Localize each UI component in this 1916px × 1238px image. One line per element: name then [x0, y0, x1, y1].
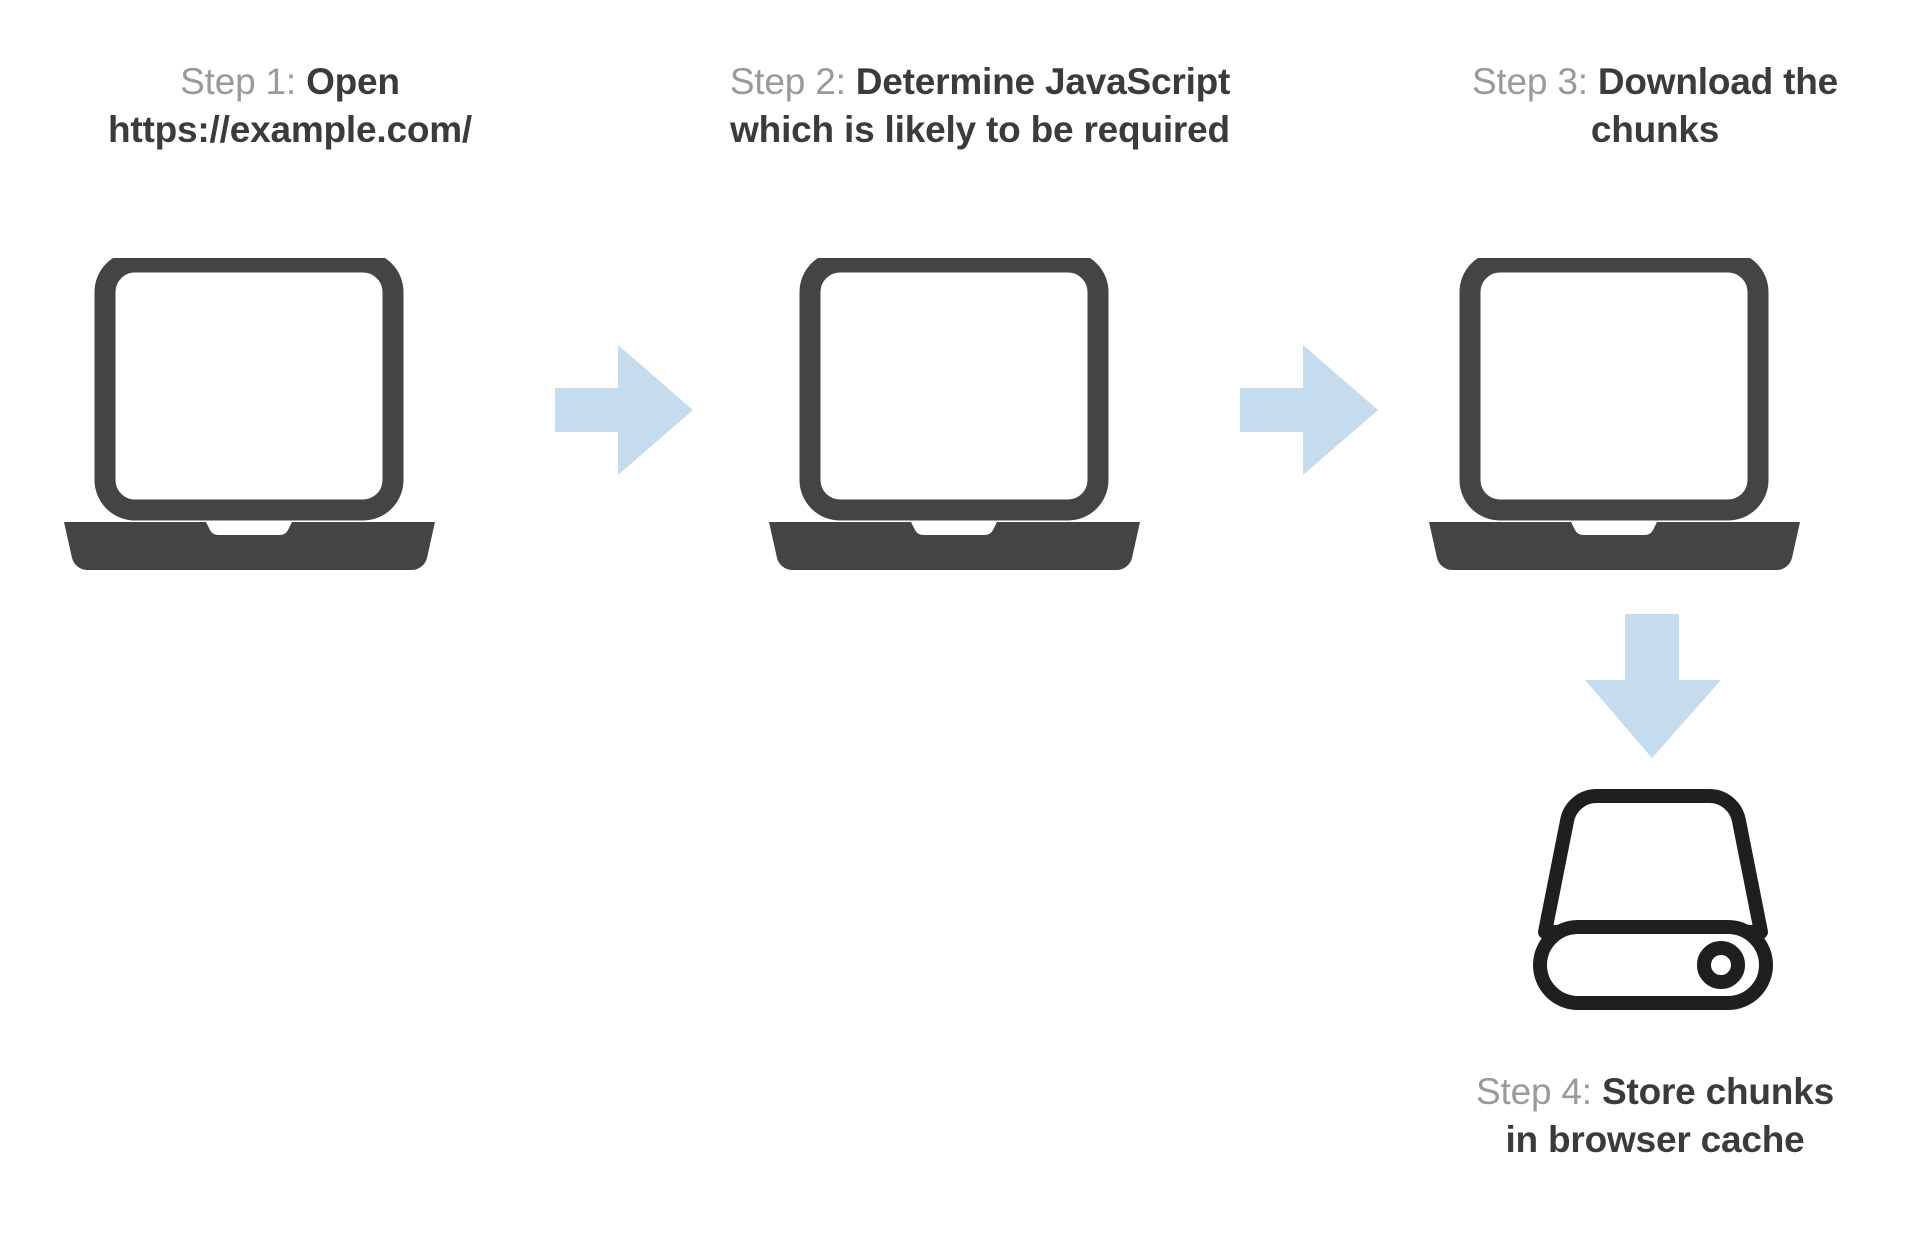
step-3-text-line-1: Download the: [1597, 61, 1839, 102]
arrow-right-icon-1: [555, 340, 700, 485]
step-2-caption: Step 2: Determine JavaScript which is li…: [660, 58, 1300, 154]
step-4-text-line-1: Store chunks: [1601, 1071, 1834, 1112]
step-3-text-line-2: chunks: [1590, 109, 1720, 151]
laptop-icon-step-2: [763, 258, 1163, 578]
step-4-number: Step 4:: [1476, 1071, 1602, 1112]
step-4-text-line-2: in browser cache: [1505, 1119, 1805, 1161]
step-3-number: Step 3:: [1471, 61, 1598, 102]
step-4-caption: Step 4: Store chunks in browser cache: [1400, 1068, 1910, 1164]
step-2-text-line-2: which is likely to be required: [730, 109, 1230, 151]
step-3-caption: Step 3: Download the chunks: [1400, 58, 1910, 154]
step-1-number: Step 1:: [180, 61, 307, 102]
step-1-text-line-1: Open: [306, 61, 400, 102]
step-2-text-line-1: Determine JavaScript: [855, 61, 1231, 102]
arrow-right-icon-2: [1240, 340, 1385, 485]
laptop-icon-step-1: [58, 258, 458, 578]
hard-drive-icon-step-4: [1528, 782, 1778, 1017]
step-2-number: Step 2:: [729, 61, 856, 102]
arrow-down-icon-1: [1583, 608, 1728, 773]
step-1-caption: Step 1: Open https://example.com/: [20, 58, 560, 154]
laptop-icon-step-3: [1423, 258, 1823, 578]
step-1-text-line-2: https://example.com/: [107, 109, 473, 151]
